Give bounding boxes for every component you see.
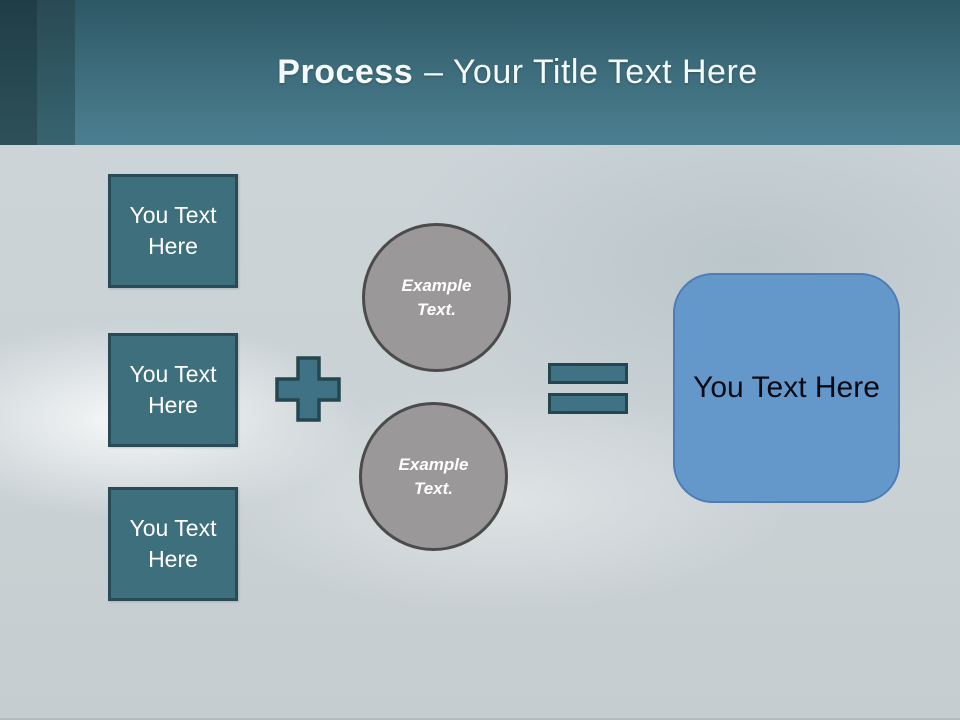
result-box-label: You Text Here [693,371,880,404]
input-box-2-line-1: You Text [129,361,217,387]
input-box-1-line-1: You Text [129,202,217,228]
equals-icon [548,363,628,414]
slide-title-keyword: Process [277,53,414,91]
example-circle-1[interactable]: Example Text. [362,223,511,372]
example-circle-2[interactable]: Example Text. [359,402,508,551]
input-box-1-line-2: Here [148,233,198,259]
example-circle-2-line-2: Text. [413,478,454,498]
plus-icon [275,356,341,422]
equals-bar-bottom [548,393,628,414]
slide-title-subtitle: – Your Title Text Here [424,53,758,91]
input-box-3-line-1: You Text [129,515,217,541]
example-circle-1-line-1: Example [401,275,472,295]
input-box-2[interactable]: You Text Here [108,333,238,447]
header-banner: Process – Your Title Text Here [0,0,960,145]
input-box-3-line-2: Here [148,546,198,572]
example-circle-1-line-2: Text. [416,299,457,319]
slide-title: Process – Your Title Text Here [75,0,960,145]
input-box-2-line-2: Here [148,392,198,418]
header-side-band-dark [0,0,37,145]
example-circle-2-line-1: Example [398,454,469,474]
input-box-1[interactable]: You Text Here [108,174,238,288]
input-box-3[interactable]: You Text Here [108,487,238,601]
header-side-band-mid [37,0,75,145]
result-box[interactable]: You Text Here [673,273,900,503]
equals-bar-top [548,363,628,384]
